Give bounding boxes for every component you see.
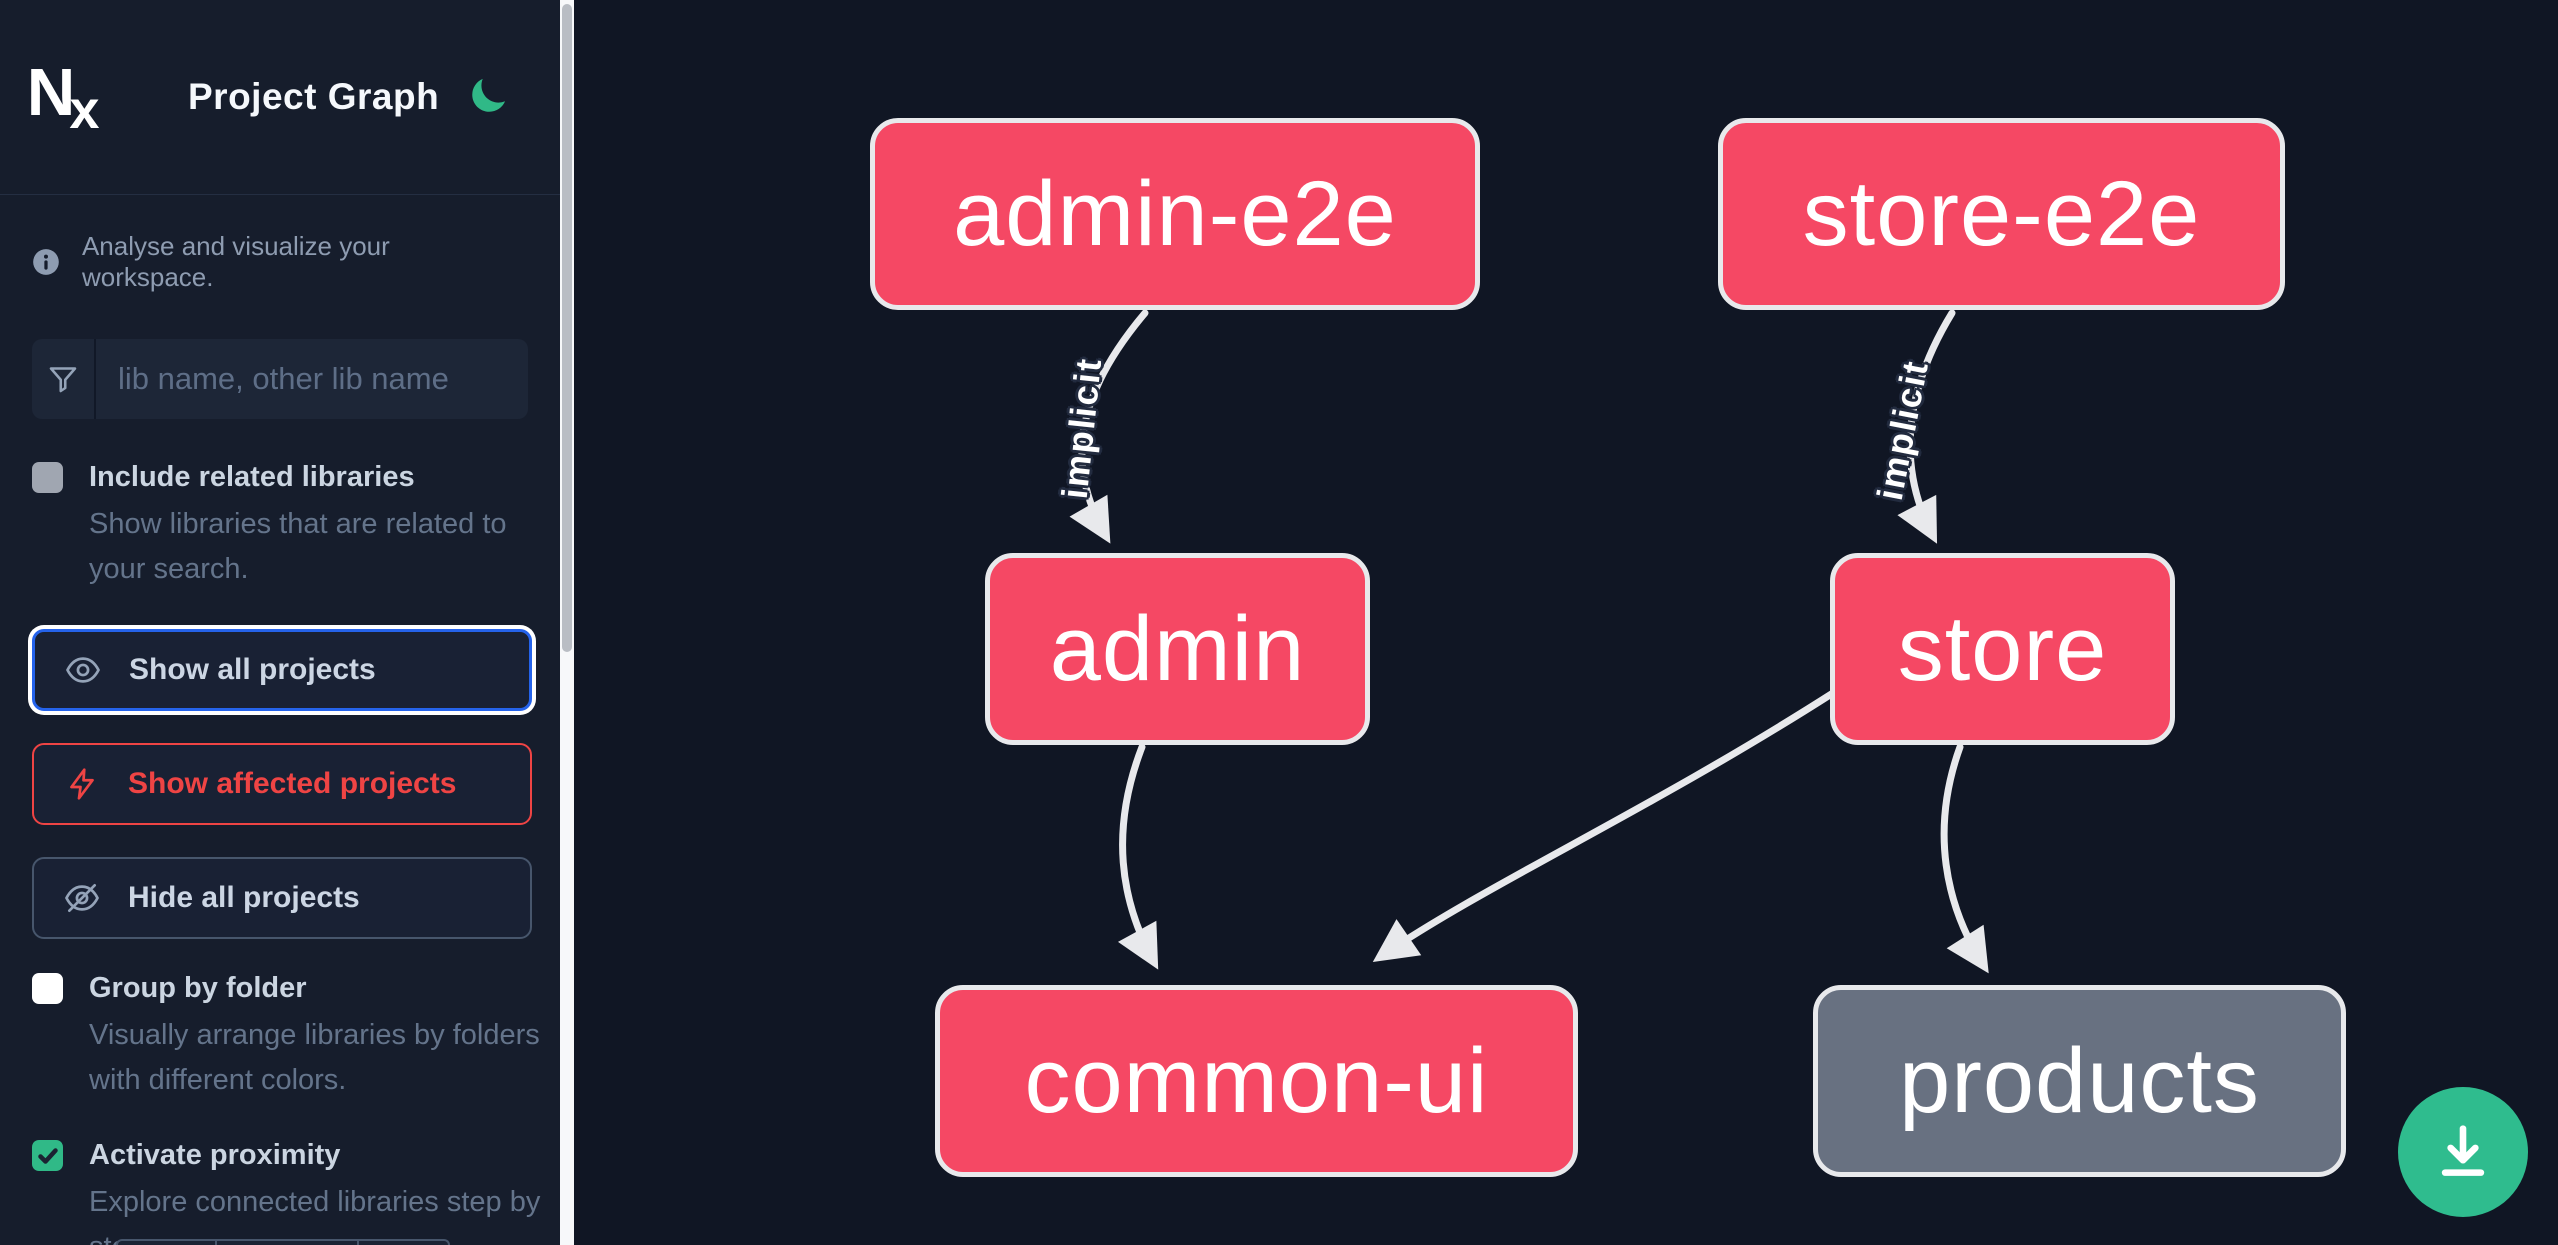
theme-toggle-button[interactable]	[466, 75, 510, 119]
proximity-stepper[interactable]	[116, 1239, 450, 1245]
edge-admin-common-ui	[1117, 743, 1159, 970]
stepper-increment[interactable]	[357, 1241, 448, 1245]
search-input[interactable]	[96, 339, 528, 419]
edge-label-implicit-left: implicit	[1053, 355, 1110, 501]
edge-store-common-ui	[1372, 689, 1837, 962]
option-group-by-folder: Group by folder Visually arrange librari…	[32, 972, 540, 1103]
option-description: Show libraries that are related to your …	[89, 508, 507, 585]
download-image-button[interactable]	[2398, 1087, 2528, 1217]
stepper-decrement[interactable]	[118, 1241, 215, 1245]
sidebar: N x Project Graph Analyse and visualize …	[0, 0, 560, 1245]
eye-icon	[63, 651, 103, 689]
button-label: Hide all projects	[128, 881, 360, 914]
download-icon	[2441, 1125, 2485, 1176]
checkbox-unchecked-disabled[interactable]	[32, 462, 63, 493]
option-activate-proximity: Activate proximity Explore connected lib…	[32, 1139, 540, 1245]
nx-logo: N x	[30, 56, 99, 138]
button-label: Show all projects	[129, 653, 376, 686]
checkbox-include-related[interactable]: Include related libraries	[32, 461, 528, 494]
search-bar	[32, 339, 528, 419]
edge-store-e2e-store	[1897, 309, 1956, 544]
project-node-store-e2e[interactable]: store-e2e	[1718, 118, 2285, 310]
checkbox-activate-proximity[interactable]: Activate proximity	[32, 1139, 528, 1172]
checkmark-icon	[37, 1147, 58, 1164]
checkbox-group-by-folder[interactable]: Group by folder	[32, 972, 528, 1005]
show-all-projects-button[interactable]: Show all projects	[32, 629, 532, 711]
scrollbar-thumb[interactable]	[562, 4, 572, 652]
sidebar-header: N x Project Graph	[0, 0, 560, 195]
svg-text:N: N	[30, 56, 75, 130]
workspace-tagline: Analyse and visualize your workspace.	[32, 231, 528, 293]
project-node-admin-e2e[interactable]: admin-e2e	[870, 118, 1480, 310]
hide-all-projects-button[interactable]: Hide all projects	[32, 857, 532, 939]
checkbox-unchecked[interactable]	[32, 973, 63, 1004]
project-node-products[interactable]: products	[1813, 985, 2346, 1177]
show-affected-projects-button[interactable]: Show affected projects	[32, 743, 532, 825]
edge-admin-e2e-admin	[1069, 309, 1149, 544]
edge-label-implicit-right: implicit	[1868, 356, 1937, 504]
sidebar-scrollbar[interactable]	[560, 0, 574, 1245]
project-node-common-ui[interactable]: common-ui	[935, 985, 1578, 1177]
bolt-icon	[62, 766, 102, 802]
project-node-store[interactable]: store	[1830, 553, 2175, 745]
option-description: Explore connected libraries step by step…	[89, 1186, 541, 1245]
option-description: Visually arrange libraries by folders wi…	[89, 1019, 540, 1096]
option-label: Activate proximity	[89, 1139, 341, 1171]
info-icon	[33, 249, 59, 275]
edge-store-products	[1940, 743, 1989, 974]
tagline-text: Analyse and visualize your workspace.	[81, 231, 390, 292]
svg-text:x: x	[69, 80, 99, 138]
page-title: Project Graph	[188, 76, 440, 117]
option-label: Include related libraries	[89, 461, 415, 493]
checkbox-checked[interactable]	[32, 1140, 63, 1171]
option-include-related: Include related libraries Show libraries…	[32, 461, 528, 592]
filter-icon	[32, 339, 96, 419]
moon-icon	[472, 78, 506, 112]
eye-off-icon	[62, 879, 102, 917]
stepper-value	[215, 1241, 357, 1245]
project-node-admin[interactable]: admin	[985, 553, 1370, 745]
button-label: Show affected projects	[128, 767, 457, 800]
option-label: Group by folder	[89, 972, 307, 1004]
